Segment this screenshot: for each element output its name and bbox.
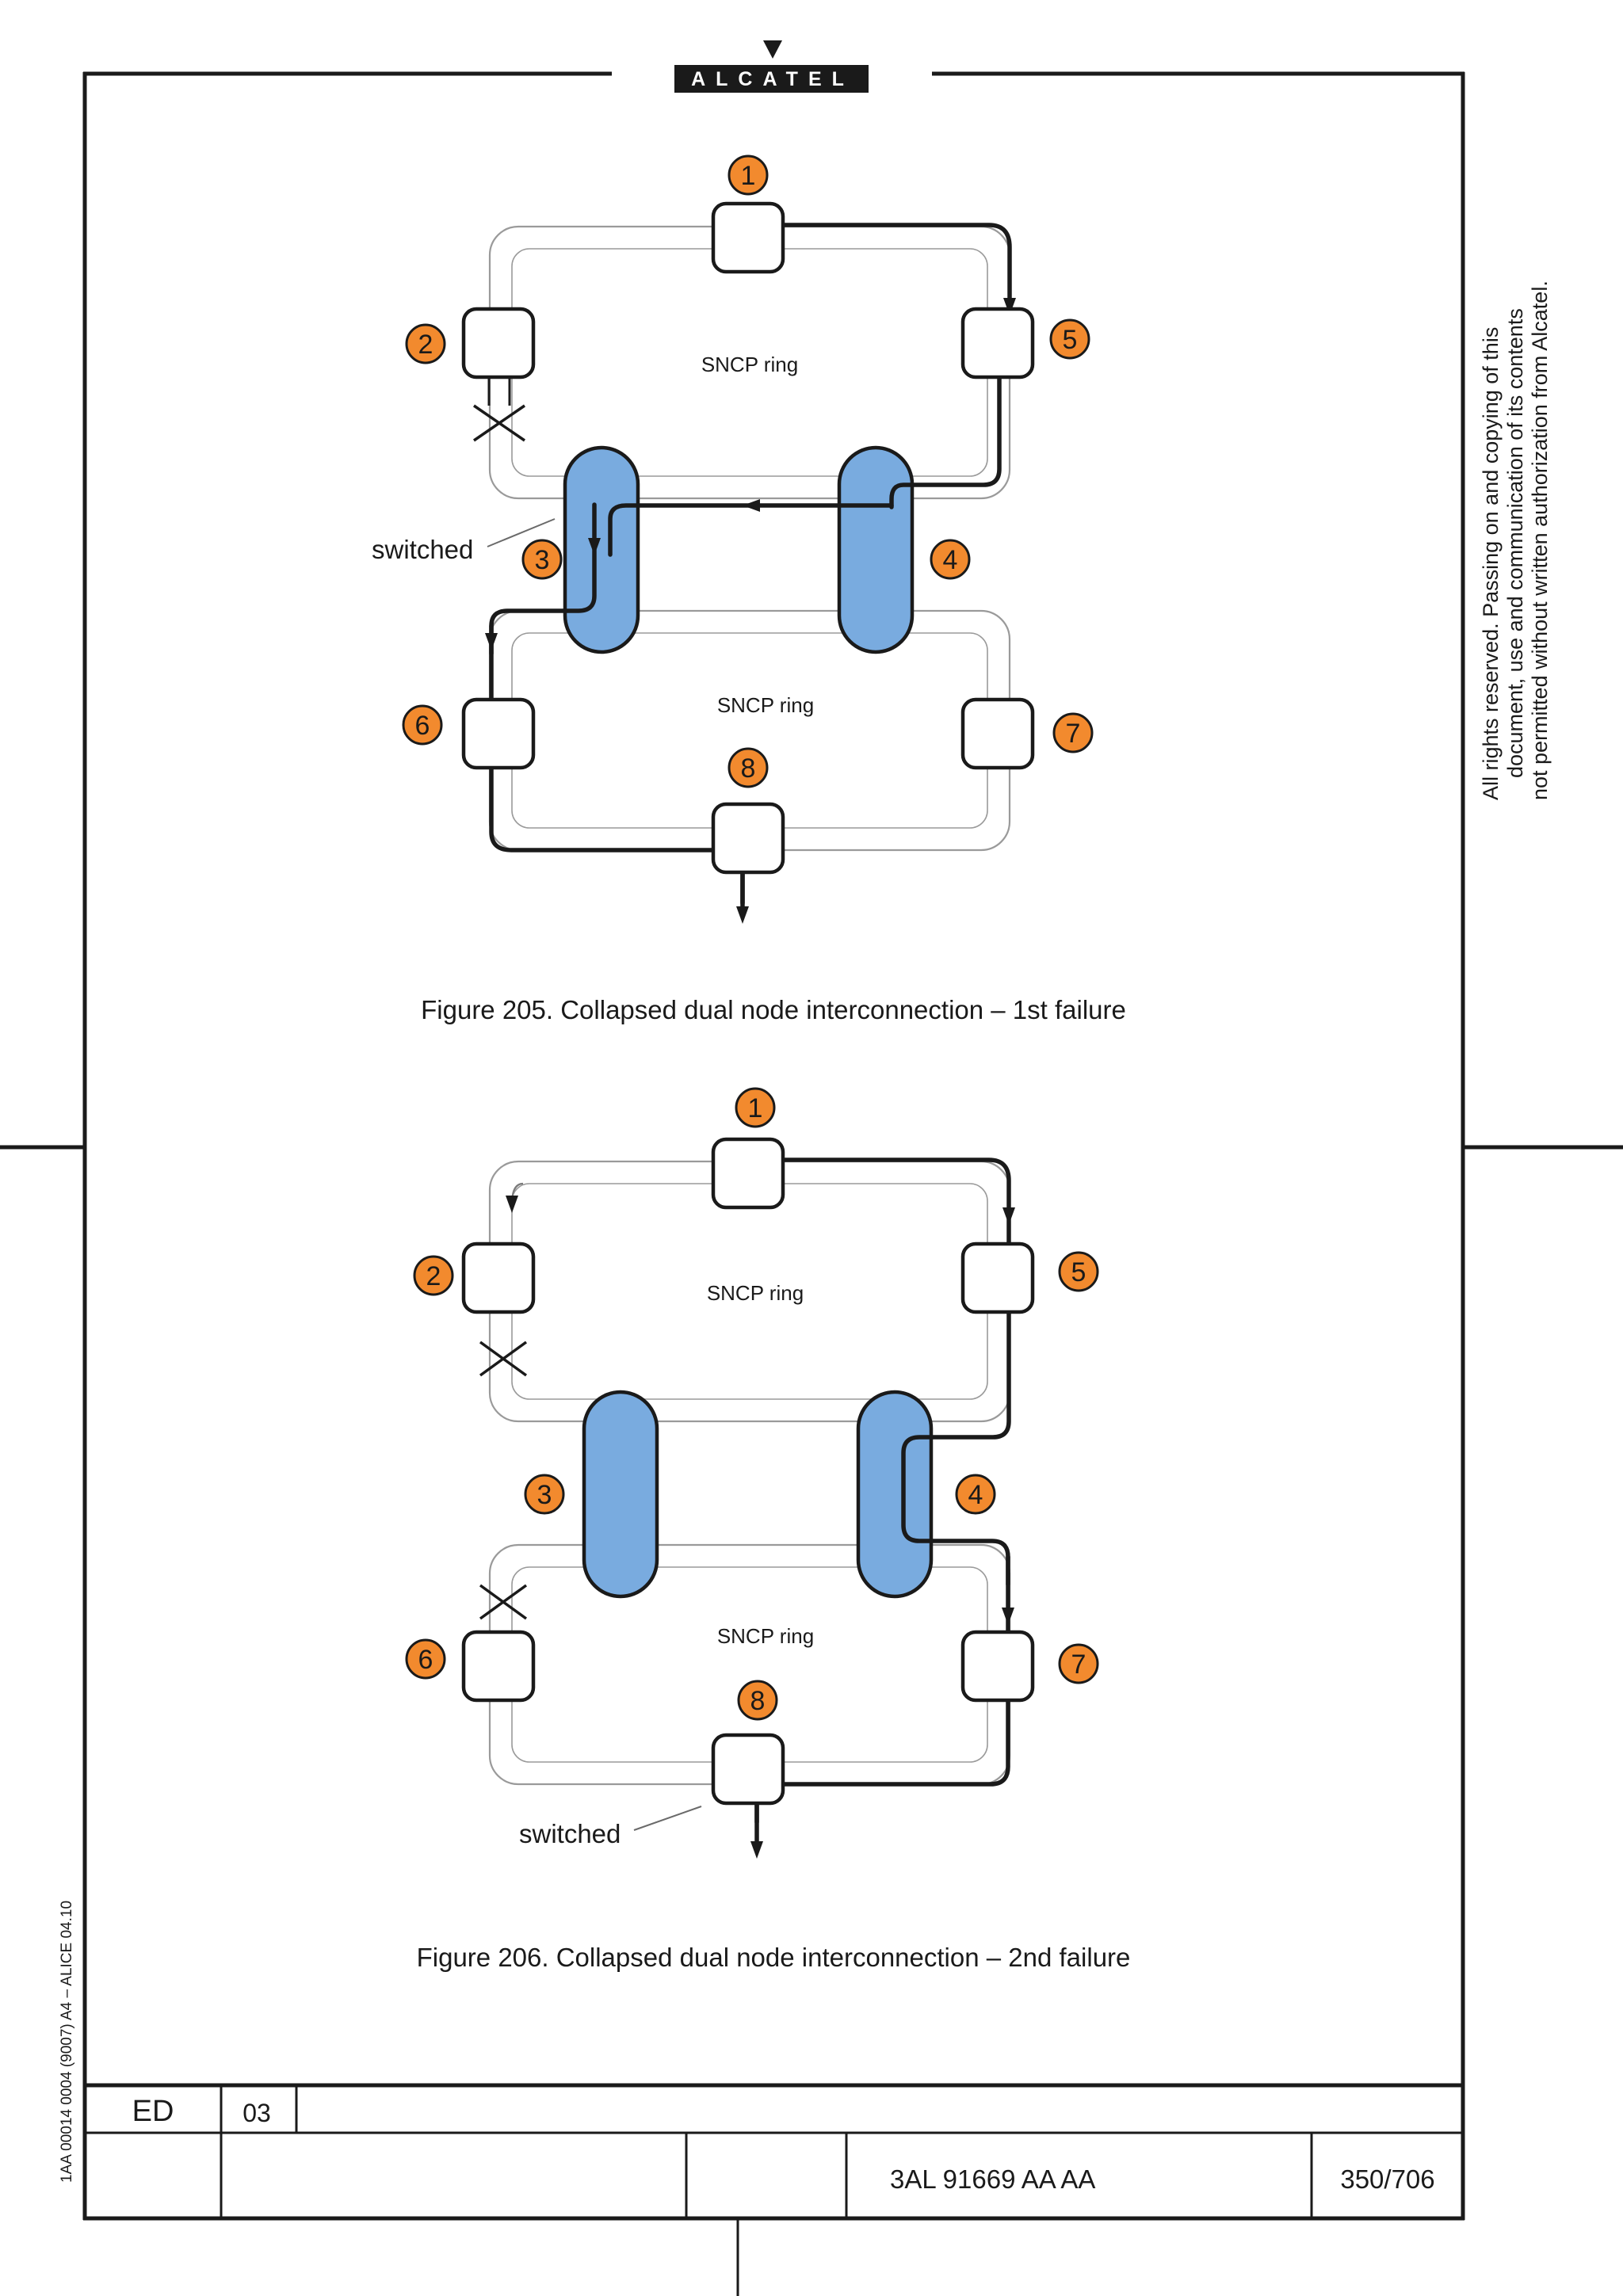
switched-pointer xyxy=(487,518,556,547)
badge-5: 5 xyxy=(1058,1251,1099,1292)
figure-caption: Figure 206. Collapsed dual node intercon… xyxy=(417,1943,1131,1972)
svg-text:4: 4 xyxy=(943,545,958,575)
failure-mark xyxy=(473,404,525,442)
svg-text:1: 1 xyxy=(748,1093,763,1123)
badge-3: 3 xyxy=(521,539,563,580)
node-1 xyxy=(711,201,785,274)
switched-label: switched xyxy=(372,535,473,564)
copyright-notice: All rights reserved. Passing on and copy… xyxy=(1479,280,1552,800)
badge-2: 2 xyxy=(405,323,446,364)
badge-1: 1 xyxy=(735,1087,776,1128)
switched-pointer xyxy=(633,1806,702,1831)
traffic-path-2 xyxy=(889,374,1002,509)
interconnect-node-3 xyxy=(563,445,640,654)
svg-text:7: 7 xyxy=(1071,1650,1086,1680)
document-code: 3AL 91669 AA AA xyxy=(890,2164,1095,2194)
svg-text:8: 8 xyxy=(741,753,756,784)
svg-text:4: 4 xyxy=(968,1480,983,1510)
node-1 xyxy=(711,1137,785,1210)
node-5 xyxy=(960,1241,1035,1314)
figure-206: 1 2 3 4 5 6 7 8 SNCP ring SNCP ring swit… xyxy=(405,1087,1131,1972)
badge-8: 8 xyxy=(737,1680,778,1721)
badge-4: 4 xyxy=(930,539,971,580)
svg-text:6: 6 xyxy=(415,711,430,741)
node-2 xyxy=(461,1241,536,1314)
traffic-path xyxy=(782,223,1016,315)
svg-text:2: 2 xyxy=(426,1261,441,1291)
node-2 xyxy=(461,307,536,379)
badge-8: 8 xyxy=(727,747,769,788)
page-frame xyxy=(0,71,1623,2221)
svg-text:6: 6 xyxy=(418,1645,433,1675)
svg-text:3: 3 xyxy=(535,545,550,575)
ring-label-lower: SNCP ring xyxy=(717,693,814,717)
traffic-path-8 xyxy=(489,639,745,906)
badge-7: 7 xyxy=(1052,712,1094,753)
node-8 xyxy=(711,802,785,875)
svg-text:not permitted without written: not permitted without written authorizat… xyxy=(1528,280,1552,800)
form-code: 1AA 00014 0004 (9007) A4 – ALICE 04.10 xyxy=(59,1901,75,2183)
node-5 xyxy=(960,307,1035,379)
node-8 xyxy=(711,1733,785,1806)
interconnect-node-4 xyxy=(856,1390,934,1599)
traffic-path-4 xyxy=(608,503,754,557)
ring-label-lower: SNCP ring xyxy=(717,1624,814,1648)
svg-text:7: 7 xyxy=(1066,719,1081,749)
interconnect-node-4 xyxy=(837,445,915,654)
ed-label: ED xyxy=(132,2095,174,2128)
svg-text:8: 8 xyxy=(750,1686,766,1716)
traffic-path xyxy=(782,1158,1015,1225)
svg-text:ALCATEL: ALCATEL xyxy=(691,68,854,90)
traffic-path-2 xyxy=(901,1214,1011,1587)
ring-label-upper: SNCP ring xyxy=(707,1281,804,1305)
figure-205: 1 2 3 4 5 6 7 8 SNCP ring SNCP ring swit… xyxy=(372,154,1126,1024)
alcatel-logo: ALCATEL xyxy=(674,40,869,93)
badge-5: 5 xyxy=(1049,318,1090,360)
badge-1: 1 xyxy=(727,154,769,196)
node-6 xyxy=(461,697,536,770)
svg-text:1: 1 xyxy=(741,161,756,191)
badge-3: 3 xyxy=(524,1474,565,1515)
ed-value: 03 xyxy=(242,2099,271,2127)
badge-6: 6 xyxy=(402,704,443,746)
failure-mark-2 xyxy=(479,1584,528,1620)
node-7 xyxy=(960,697,1035,770)
figure-caption: Figure 205. Collapsed dual node intercon… xyxy=(421,995,1126,1024)
svg-text:3: 3 xyxy=(537,1480,552,1510)
interconnect-node-3 xyxy=(582,1390,659,1599)
svg-text:2: 2 xyxy=(418,330,433,360)
page-number: 350/706 xyxy=(1340,2164,1434,2194)
badge-6: 6 xyxy=(405,1638,446,1680)
svg-text:document, use and communicatio: document, use and communication of its c… xyxy=(1503,308,1527,778)
svg-text:5: 5 xyxy=(1063,325,1078,355)
node-6 xyxy=(461,1630,536,1703)
svg-text:All rights reserved. Passing o: All rights reserved. Passing on and copy… xyxy=(1479,327,1503,800)
badge-7: 7 xyxy=(1058,1643,1099,1684)
footer-table: ED 03 3AL 91669 AA AA 350/706 xyxy=(83,2083,1465,2296)
badge-4: 4 xyxy=(955,1474,996,1515)
ring-arrow xyxy=(506,1182,524,1213)
ring-label-upper: SNCP ring xyxy=(701,353,798,376)
traffic-path-6 xyxy=(489,544,597,656)
switched-label: switched xyxy=(519,1819,621,1848)
failure-mark-1 xyxy=(479,1341,528,1377)
node-7 xyxy=(960,1630,1035,1703)
badge-2: 2 xyxy=(413,1255,454,1296)
svg-text:5: 5 xyxy=(1071,1257,1086,1287)
